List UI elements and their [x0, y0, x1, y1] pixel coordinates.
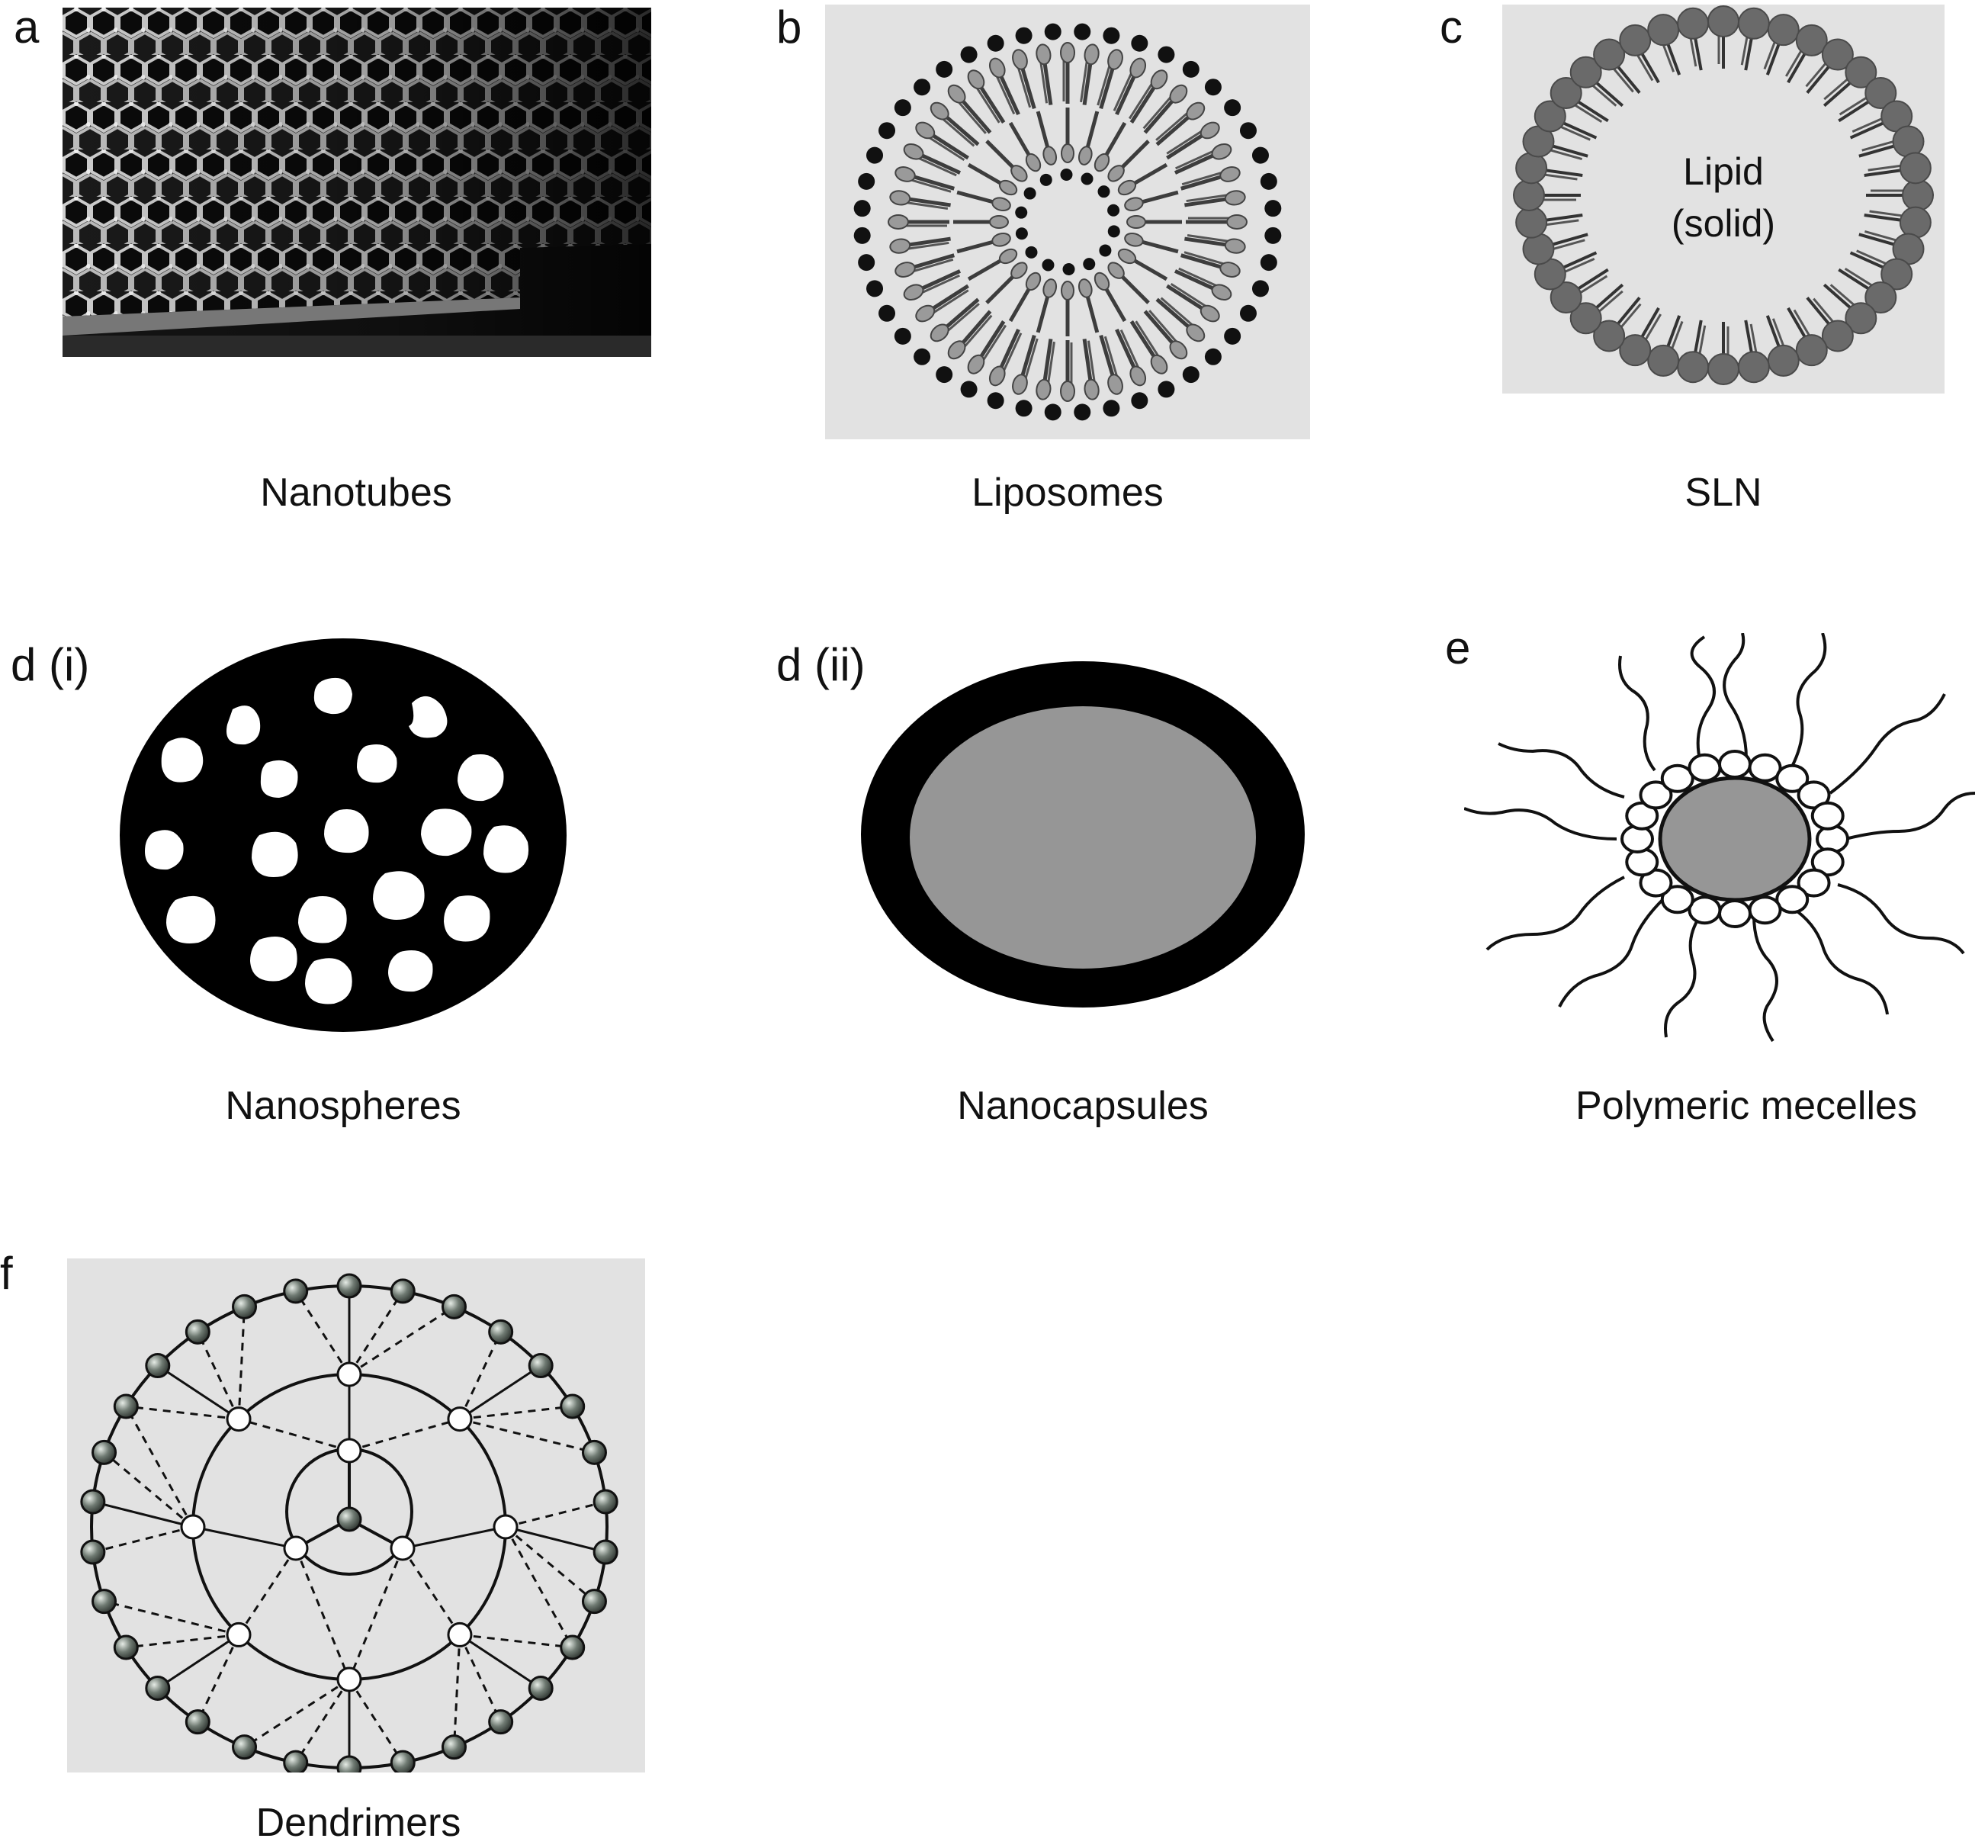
panel-letter-c: c	[1440, 5, 1463, 50]
sln-diagram	[1502, 5, 1945, 394]
panel-letter-d-i: d (i)	[11, 642, 89, 688]
caption-sln: SLN	[1571, 473, 1876, 513]
panel-letter-f: f	[0, 1251, 13, 1297]
nanocapsule-diagram	[860, 660, 1306, 1008]
caption-nanotubes: Nanotubes	[200, 473, 512, 513]
dendrimer-diagram	[67, 1258, 645, 1772]
caption-dendrimers: Dendrimers	[198, 1803, 519, 1843]
liposome-diagram	[825, 5, 1310, 439]
caption-nanocapsules: Nanocapsules	[930, 1086, 1235, 1126]
panel-letter-a: a	[14, 5, 39, 50]
polymeric-micelle-diagram	[1464, 633, 1988, 1060]
sln-core-label-line2: (solid)	[1647, 204, 1800, 243]
caption-liposomes: Liposomes	[915, 473, 1220, 513]
panel-letter-b: b	[776, 5, 801, 50]
caption-nanospheres: Nanospheres	[183, 1086, 503, 1126]
caption-polymeric-micelles: Polymeric mecelles	[1548, 1086, 1945, 1126]
sln-core-label-line1: Lipid	[1647, 153, 1800, 191]
nanotube-image	[63, 8, 651, 357]
nanosphere-diagram	[114, 633, 572, 1037]
panel-letter-d-ii: d (ii)	[776, 642, 866, 688]
